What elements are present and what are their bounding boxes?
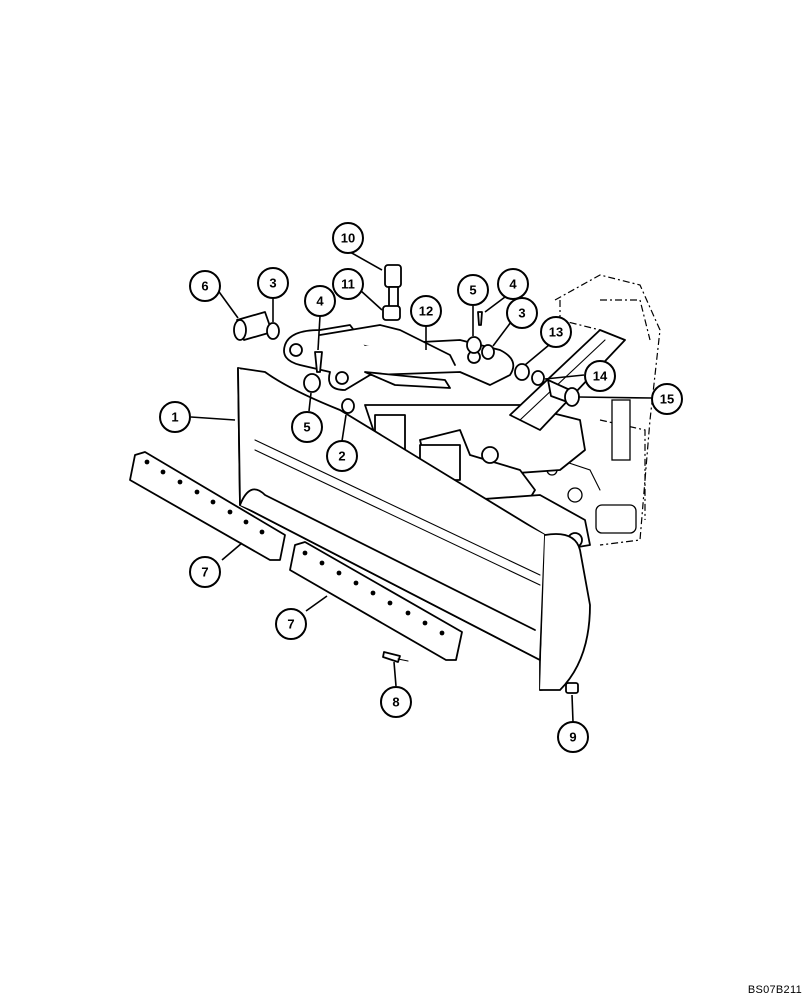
callout-label: 6 <box>201 279 208 294</box>
callout-label: 8 <box>392 695 399 710</box>
drawing-code: BS07B211 <box>747 984 802 996</box>
callout-1: 1 <box>159 401 191 433</box>
callout-label: 5 <box>469 283 476 298</box>
callout-2: 2 <box>326 440 358 472</box>
upper-bracket <box>283 324 515 391</box>
washer-right <box>481 344 495 360</box>
callout-label: 15 <box>660 392 674 407</box>
callout-label: 4 <box>509 277 517 292</box>
callout-label: 7 <box>287 617 294 632</box>
dozer-blade <box>237 367 591 691</box>
callout-balloons: 1 2 3 3 4 4 5 5 <box>159 222 683 753</box>
callout-6: 6 <box>189 270 221 302</box>
callout-4-left: 4 <box>304 285 336 317</box>
callout-label: 3 <box>518 306 525 321</box>
hex-nut <box>565 682 579 694</box>
callout-label: 4 <box>316 294 324 309</box>
callout-label: 9 <box>569 730 576 745</box>
callout-7-right: 7 <box>275 608 307 640</box>
washer <box>266 322 280 340</box>
bushing-right <box>466 336 482 354</box>
callout-label: 14 <box>593 369 608 384</box>
pin <box>233 311 273 341</box>
grease-fitting <box>314 351 323 373</box>
callout-label: 5 <box>303 420 310 435</box>
callout-3-left: 3 <box>257 267 289 299</box>
bushing-2 <box>341 398 355 414</box>
hardware <box>233 264 580 694</box>
cutting-edge-right <box>289 541 463 661</box>
callout-label: 2 <box>338 449 345 464</box>
plow-bolt <box>382 651 409 663</box>
spacer <box>514 363 530 381</box>
callout-3-right: 3 <box>506 297 538 329</box>
cutting-edge-left <box>129 451 286 561</box>
callout-8: 8 <box>380 686 412 718</box>
callout-12: 12 <box>410 295 442 327</box>
callout-5-right: 5 <box>457 274 489 306</box>
callout-13: 13 <box>540 316 572 348</box>
callout-label: 3 <box>269 276 276 291</box>
leader-lines <box>190 251 653 723</box>
machine-frame <box>546 274 661 546</box>
pivot-pin <box>547 379 580 407</box>
nut <box>382 305 401 321</box>
callout-label: 13 <box>549 325 563 340</box>
callout-14: 14 <box>584 360 616 392</box>
callout-label: 7 <box>201 565 208 580</box>
callout-9: 9 <box>557 721 589 753</box>
callout-4-right: 4 <box>497 268 529 300</box>
lock-washer <box>531 370 545 386</box>
callout-label: 1 <box>171 410 178 425</box>
callout-10: 10 <box>332 222 364 254</box>
grease-fitting-right <box>477 311 483 326</box>
callout-11: 11 <box>332 268 364 300</box>
callout-15: 15 <box>651 383 683 415</box>
callout-label: 10 <box>341 231 355 246</box>
callout-label: 12 <box>419 304 433 319</box>
callout-7-left: 7 <box>189 556 221 588</box>
bushing <box>303 373 321 393</box>
bolt <box>384 264 402 313</box>
callout-label: 11 <box>341 277 355 292</box>
callout-5-left: 5 <box>291 411 323 443</box>
